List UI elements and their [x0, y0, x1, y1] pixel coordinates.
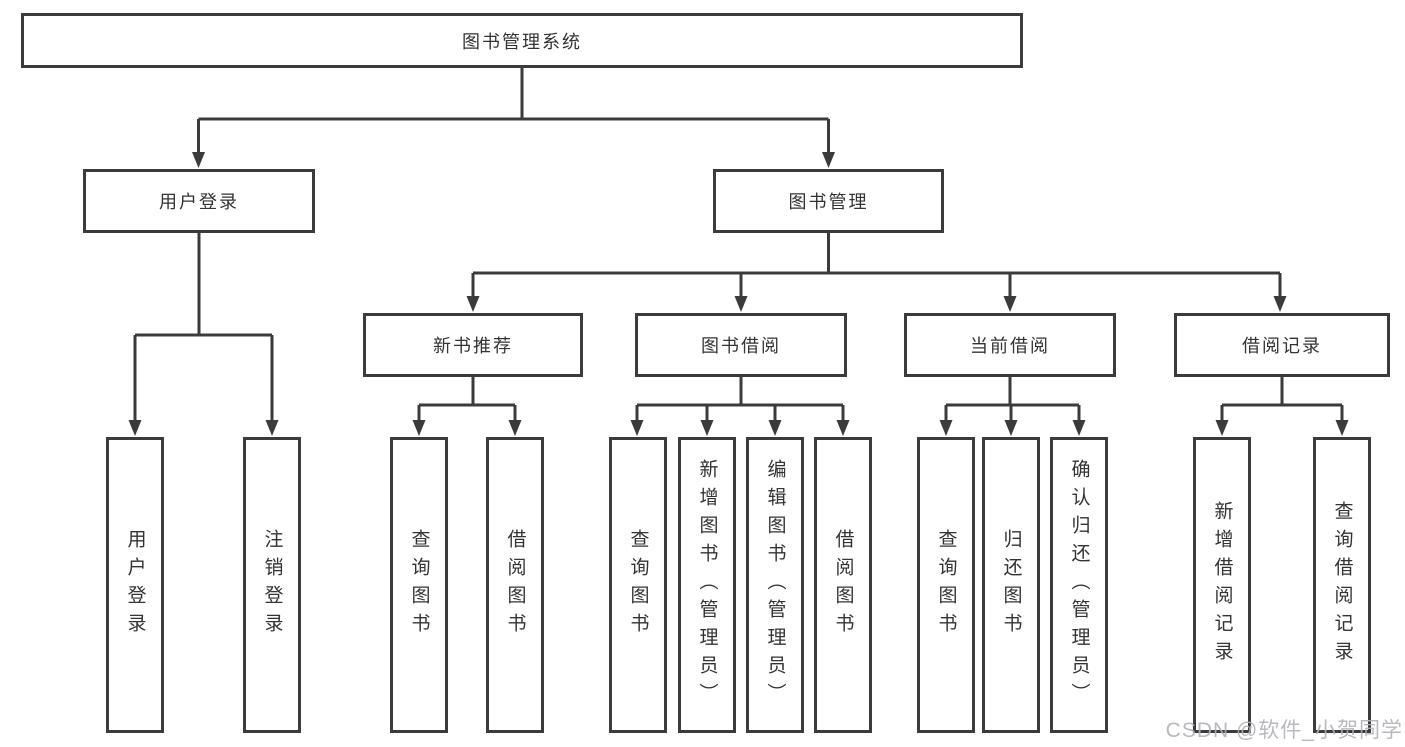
leaf-borrow-books-2-label: 借阅图书	[832, 529, 854, 641]
csdn-watermark: CSDN @软件_小贺同学	[1165, 719, 1403, 742]
leaf-logout-login-label: 注销登录	[261, 529, 283, 641]
node-book-borrowing-label: 图书借阅	[701, 336, 781, 356]
node-current-borrowing: 当前借阅	[904, 313, 1116, 377]
leaf-return-books-label: 归还图书	[1000, 529, 1022, 641]
leaf-query-books-2: 查询图书	[609, 437, 667, 733]
node-new-book-recommend-label: 新书推荐	[433, 336, 513, 356]
leaf-query-borrow-record: 查询借阅记录	[1313, 437, 1371, 733]
leaf-add-borrow-record: 新增借阅记录	[1193, 437, 1251, 733]
leaf-borrow-books-1: 借阅图书	[486, 437, 544, 733]
leaf-confirm-return-admin: 确认归还（管理员）	[1050, 437, 1108, 733]
leaf-query-books-1: 查询图书	[390, 437, 448, 733]
node-library-system-label: 图书管理系统	[462, 31, 582, 52]
leaf-query-borrow-record-label: 查询借阅记录	[1331, 501, 1353, 669]
leaf-add-books-admin-label: 新增图书（管理员）	[696, 459, 718, 711]
leaf-query-books-2-label: 查询图书	[627, 529, 649, 641]
node-book-borrowing: 图书借阅	[635, 313, 847, 377]
node-library-system: 图书管理系统	[21, 13, 1023, 68]
leaf-confirm-return-admin-label: 确认归还（管理员）	[1068, 459, 1090, 711]
leaf-query-books-3-label: 查询图书	[935, 529, 957, 641]
node-borrowing-records-label: 借阅记录	[1242, 336, 1322, 356]
node-book-management-label: 图书管理	[788, 192, 869, 212]
leaf-borrow-books-1-label: 借阅图书	[504, 529, 526, 641]
leaf-borrow-books-2: 借阅图书	[814, 437, 872, 733]
leaf-edit-books-admin-label: 编辑图书（管理员）	[764, 459, 786, 711]
node-new-book-recommend: 新书推荐	[363, 313, 583, 377]
node-user-login: 用户登录	[83, 169, 315, 233]
node-current-borrowing-label: 当前借阅	[970, 336, 1050, 356]
leaf-user-login: 用户登录	[106, 437, 164, 733]
leaf-query-books-3: 查询图书	[917, 437, 975, 733]
leaf-edit-books-admin: 编辑图书（管理员）	[746, 437, 804, 733]
node-borrowing-records: 借阅记录	[1174, 313, 1390, 377]
leaf-logout-login: 注销登录	[243, 437, 301, 733]
node-user-login-label: 用户登录	[159, 192, 239, 212]
node-book-management: 图书管理	[713, 169, 944, 233]
leaf-return-books: 归还图书	[982, 437, 1040, 733]
leaf-add-borrow-record-label: 新增借阅记录	[1211, 501, 1233, 669]
leaf-user-login-label: 用户登录	[124, 529, 146, 641]
leaf-add-books-admin: 新增图书（管理员）	[678, 437, 736, 733]
leaf-query-books-1-label: 查询图书	[408, 529, 430, 641]
